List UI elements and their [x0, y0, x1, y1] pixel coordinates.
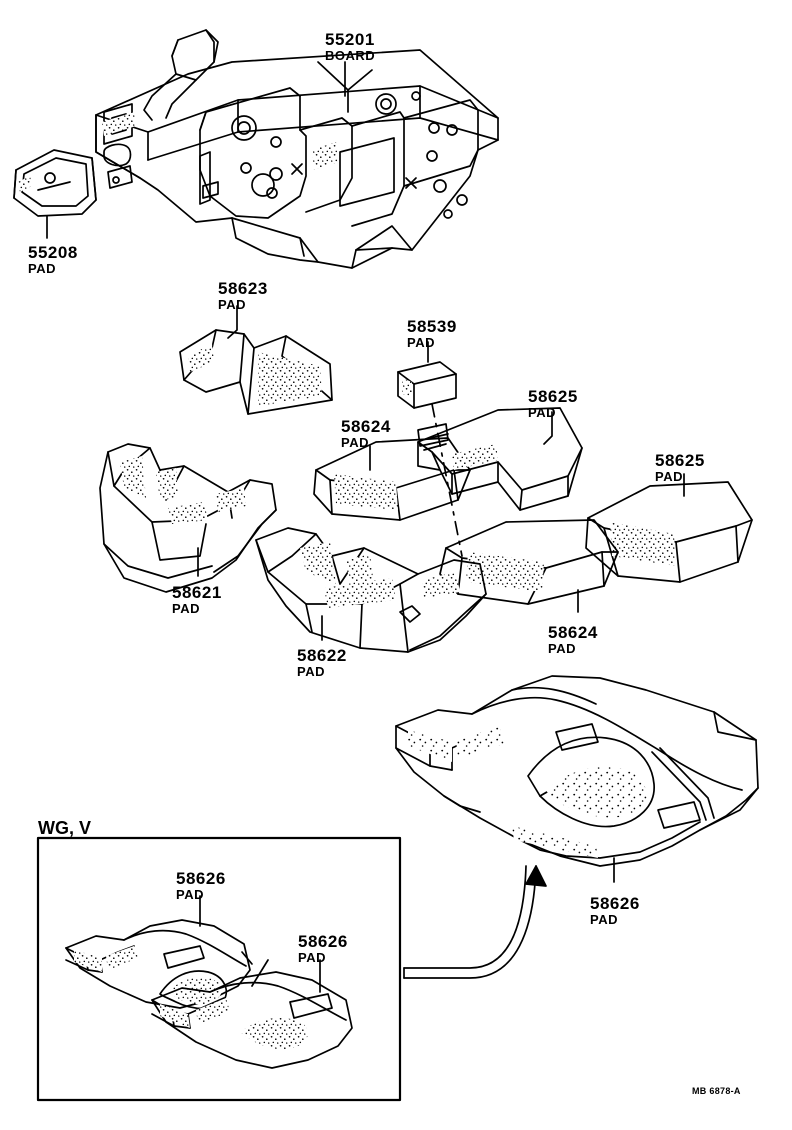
callout-55208-sub: PAD [28, 261, 56, 276]
callout-55201-number: 55201 [325, 30, 375, 49]
callout-55201: 55201 BOARD [325, 31, 375, 62]
callout-58622: 58622 PAD [297, 647, 347, 678]
callout-58626-inset-b: 58626 PAD [298, 933, 348, 964]
part-58621-pad [99, 443, 277, 593]
callout-58626-inset-b-number: 58626 [298, 932, 348, 951]
callout-58626-inset-a-number: 58626 [176, 869, 226, 888]
callout-58624-upper-sub: PAD [341, 435, 369, 450]
callout-58624-lower-number: 58624 [548, 623, 598, 642]
callout-58625-right-number: 58625 [655, 451, 705, 470]
inset-group-label: WG, V [38, 818, 91, 838]
callout-58626-main: 58626 PAD [590, 895, 640, 926]
callout-58624-lower-sub: PAD [548, 641, 576, 656]
callout-58624-upper-number: 58624 [341, 417, 391, 436]
leader-58623 [227, 305, 238, 339]
callout-58539-sub: PAD [407, 335, 435, 350]
callout-58626-main-sub: PAD [590, 912, 618, 927]
part-58626-main-mat [395, 675, 759, 867]
callout-58539-number: 58539 [407, 317, 457, 336]
callout-58625-upper-number: 58625 [528, 387, 578, 406]
callout-58626-inset-a-sub: PAD [176, 887, 204, 902]
callout-58626-main-number: 58626 [590, 894, 640, 913]
callout-58625-upper: 58625 PAD [528, 388, 578, 419]
part-58626-inset-b [151, 971, 353, 1069]
callout-58625-right: 58625 PAD [655, 452, 705, 483]
part-58624-left [313, 437, 471, 521]
callout-58621-sub: PAD [172, 601, 200, 616]
callout-58624-lower: 58624 PAD [548, 624, 598, 655]
callout-58623-number: 58623 [218, 279, 268, 298]
part-58622-pad [255, 527, 487, 653]
callout-58623-sub: PAD [218, 297, 246, 312]
callout-58621: 58621 PAD [172, 584, 222, 615]
assembly-arrow [403, 865, 547, 979]
callout-58622-sub: PAD [297, 664, 325, 679]
part-58539-pad [397, 361, 457, 409]
part-58623-pad [179, 329, 333, 415]
callout-58539: 58539 PAD [407, 318, 457, 349]
inset-box [36, 836, 402, 1102]
part-58624-right [439, 519, 619, 605]
part-55201-dash-panel [95, 29, 499, 269]
callout-55201-sub: BOARD [325, 48, 376, 63]
callout-58625-upper-sub: PAD [528, 405, 556, 420]
part-58625-left [417, 407, 583, 511]
sheet-code-watermark: MB 6878-A [692, 1086, 741, 1096]
part-58626-inset-a [65, 919, 253, 1010]
part-55208-cowl-pad [13, 149, 97, 217]
callout-55208: 55208 PAD [28, 244, 78, 275]
leader-58625-a [543, 411, 553, 445]
callout-58623: 58623 PAD [218, 280, 268, 311]
callout-58626-inset-a: 58626 PAD [176, 870, 226, 901]
leader-58626-inset-b2 [251, 959, 269, 987]
callout-58626-inset-b-sub: PAD [298, 950, 326, 965]
callout-58625-right-sub: PAD [655, 469, 683, 484]
callout-58622-number: 58622 [297, 646, 347, 665]
callout-58624-upper: 58624 PAD [341, 418, 391, 449]
centerline-58539 [431, 403, 463, 557]
callout-58621-number: 58621 [172, 583, 222, 602]
part-58625-right [585, 481, 753, 583]
callout-55208-number: 55208 [28, 243, 78, 262]
